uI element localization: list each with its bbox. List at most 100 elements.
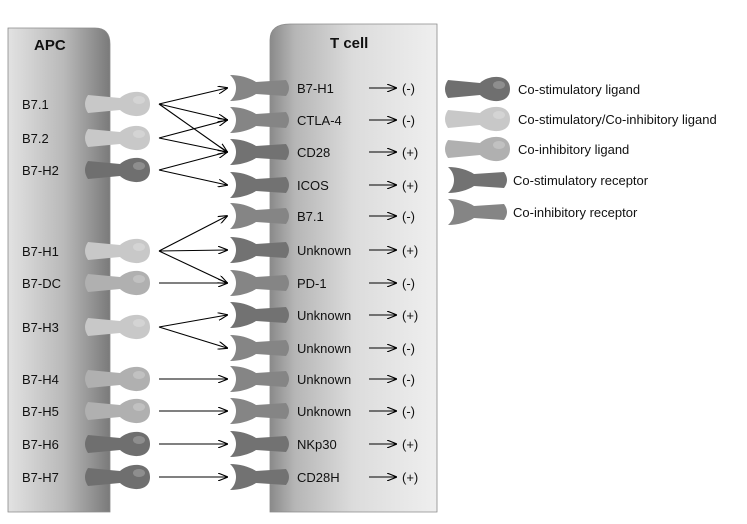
- receptor-label: Unknown: [297, 308, 351, 323]
- receptor: CD28 (+): [230, 139, 418, 165]
- receptor: B7.1 (-): [230, 203, 415, 229]
- ligand-label: B7.1: [22, 97, 49, 112]
- legend-label: Co-inhibitory receptor: [513, 205, 638, 220]
- receptor: ICOS(+): [230, 172, 418, 198]
- tcell-title: T cell: [330, 35, 368, 52]
- receptor-shape: [230, 302, 289, 328]
- receptor-label: NKp30: [297, 437, 337, 452]
- ligand: B7-H6: [22, 431, 150, 457]
- ligand-label: B7-H1: [22, 244, 59, 259]
- legend-swatch: [445, 106, 510, 132]
- binding-arrow: [158, 250, 227, 283]
- binding-arrow: [158, 103, 227, 120]
- apc-cell-body: [7, 27, 111, 513]
- legend-item: Co-stimulatory receptor: [448, 167, 649, 193]
- ligand: B7-H4: [22, 366, 150, 392]
- legend-label: Co-stimulatory/Co-inhibitory ligand: [518, 112, 717, 127]
- receptors-layer: B7-H1(-)CTLA-4(-)CD28(+)ICOS(+)B7.1(-)Un…: [230, 75, 418, 490]
- receptor-effect: (-): [402, 113, 415, 128]
- receptor-effect: (+): [402, 243, 418, 258]
- ligand: B7.2: [22, 125, 150, 151]
- receptor: CD28H (+): [230, 464, 418, 490]
- receptor-effect: (+): [402, 308, 418, 323]
- receptor: CTLA-4 (-): [230, 107, 415, 133]
- receptor: Unknown(-): [230, 335, 415, 361]
- ligand-shape: [85, 398, 150, 424]
- receptor-label: B7.1: [297, 209, 324, 224]
- legend-item: Co-stimulatory ligand: [445, 76, 640, 102]
- receptor-shape: [230, 366, 289, 392]
- ligand: B7-DC: [22, 270, 150, 296]
- receptor-shape: [230, 237, 289, 263]
- receptor-effect: (+): [402, 178, 418, 193]
- ligand: B7-H3: [22, 314, 150, 340]
- receptor-effect: (+): [402, 145, 418, 160]
- legend-swatch: [445, 136, 510, 162]
- ligand-shape: [85, 464, 150, 490]
- receptor-label: CD28H: [297, 470, 340, 485]
- ligand-label: B7-H4: [22, 372, 59, 387]
- ligand-shape: [85, 270, 150, 296]
- receptor-shape: [230, 464, 289, 490]
- binding-arrow: [158, 169, 227, 185]
- ligand-label: B7-H7: [22, 470, 59, 485]
- binding-arrow: [158, 120, 227, 139]
- legend-item: Co-inhibitory ligand: [445, 136, 629, 162]
- binding-arrow: [158, 216, 227, 252]
- ligand-shape: [85, 366, 150, 392]
- receptor-effect: (-): [402, 209, 415, 224]
- receptor: Unknown (+): [230, 302, 418, 328]
- ligand: B7-H2: [22, 157, 150, 183]
- ligand-label: B7.2: [22, 131, 49, 146]
- receptor-shape: [230, 398, 289, 424]
- receptor: Unknown (-): [230, 366, 415, 392]
- binding-arrow: [158, 315, 227, 328]
- ligand-label: B7-H6: [22, 437, 59, 452]
- receptor-label: CD28: [297, 145, 330, 160]
- legend: Co-stimulatory ligandCo-stimulatory/Co-i…: [445, 76, 717, 225]
- binding-arrow: [158, 88, 227, 105]
- ligand-label: B7-H2: [22, 163, 59, 178]
- apc-title: APC: [34, 37, 66, 54]
- receptor-label: CTLA-4: [297, 113, 342, 128]
- receptor-shape: [230, 139, 289, 165]
- receptor-effect: (-): [402, 372, 415, 387]
- receptor-label: Unknown: [297, 341, 351, 356]
- receptor-label: Unknown: [297, 404, 351, 419]
- legend-item: Co-stimulatory/Co-inhibitory ligand: [445, 106, 717, 132]
- legend-label: Co-stimulatory ligand: [518, 82, 640, 97]
- receptor: B7-H1(-): [230, 75, 415, 101]
- ligand-shape: [85, 91, 150, 117]
- receptor: PD-1(-): [230, 270, 415, 296]
- receptor-shape: [230, 107, 289, 133]
- ligand-shape: [85, 157, 150, 183]
- receptor-label: Unknown: [297, 372, 351, 387]
- legend-swatch: [445, 76, 510, 102]
- legend-item: Co-inhibitory receptor: [448, 199, 638, 225]
- receptor-shape: [230, 203, 289, 229]
- receptor-effect: (-): [402, 276, 415, 291]
- receptor-effect: (-): [402, 81, 415, 96]
- receptor: NKp30 (+): [230, 431, 418, 457]
- legend-swatch: [448, 199, 507, 225]
- ligand-label: B7-H3: [22, 320, 59, 335]
- receptor-shape: [230, 75, 289, 101]
- receptor-effect: (-): [402, 404, 415, 419]
- receptor-effect: (+): [402, 470, 418, 485]
- ligand: B7-H5: [22, 398, 150, 424]
- binding-arrow: [158, 326, 227, 348]
- receptor: Unknown (-): [230, 398, 415, 424]
- receptor-shape: [230, 172, 289, 198]
- receptor: Unknown (+): [230, 237, 418, 263]
- ligand-shape: [85, 238, 150, 264]
- receptor-shape: [230, 431, 289, 457]
- receptor-label: Unknown: [297, 243, 351, 258]
- ligand-shape: [85, 125, 150, 151]
- receptor-effect: (+): [402, 437, 418, 452]
- receptor-shape: [230, 270, 289, 296]
- tcell-body: [269, 23, 438, 513]
- binding-arrow: [158, 103, 227, 152]
